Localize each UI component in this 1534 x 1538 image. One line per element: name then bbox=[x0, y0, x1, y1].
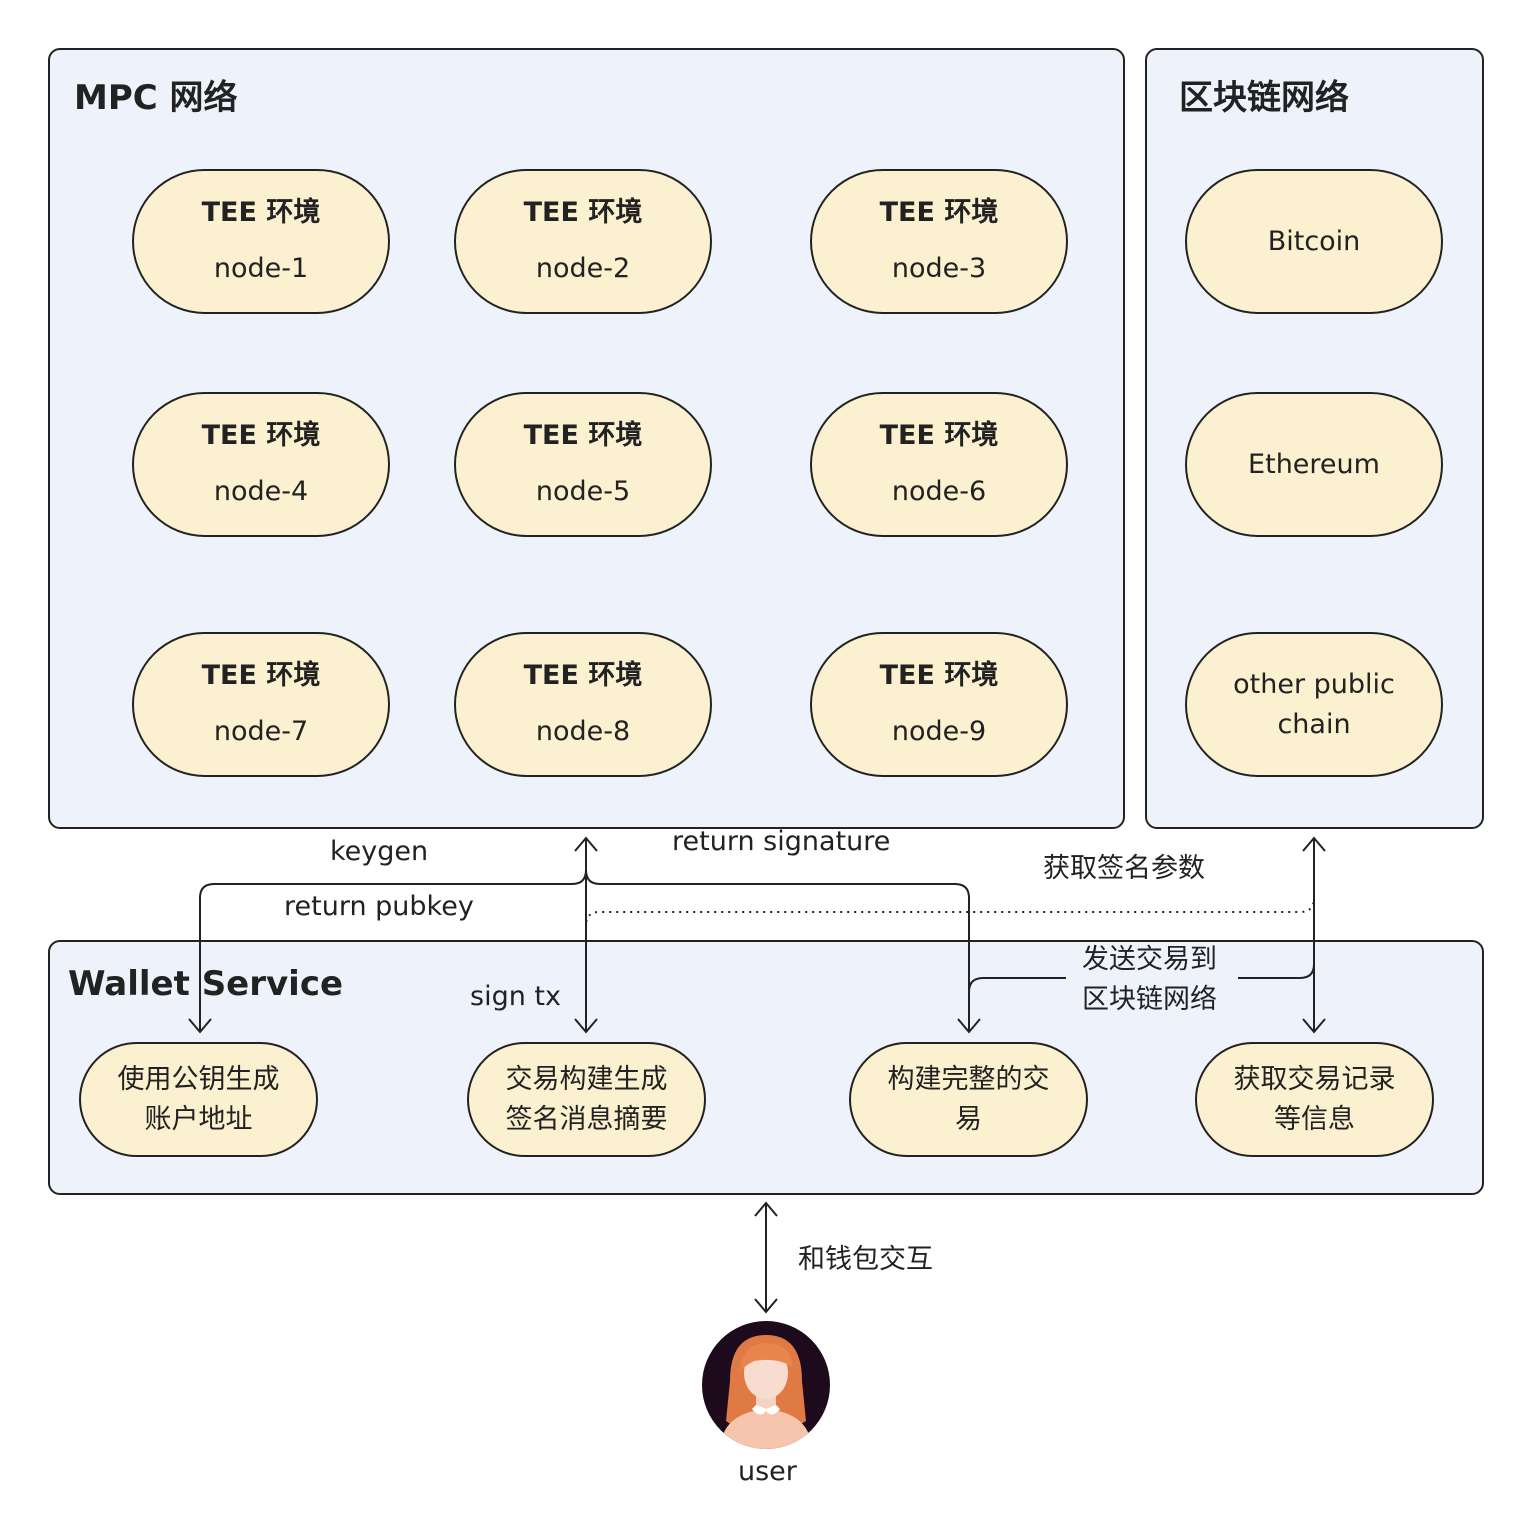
tee-node-6: TEE 环境 node-6 bbox=[810, 392, 1068, 537]
node-name: node-2 bbox=[535, 252, 631, 284]
send-tx-label-line1: 发送交易到 bbox=[1082, 944, 1217, 975]
return-pubkey-label: return pubkey bbox=[284, 887, 474, 927]
tee-node-9: TEE 环境 node-9 bbox=[810, 632, 1068, 777]
step-build-full-tx: 构建完整的交易 bbox=[849, 1042, 1088, 1157]
wallet-service-title: Wallet Service bbox=[68, 964, 344, 1004]
get-sign-params-line bbox=[585, 897, 1315, 936]
tee-node-7: TEE 环境 node-7 bbox=[132, 632, 390, 777]
tee-env-label: TEE 环境 bbox=[523, 196, 643, 228]
return-signature-label: return signature bbox=[672, 826, 891, 857]
tee-env-label: TEE 环境 bbox=[201, 659, 321, 691]
step-label: 构建完整的交易 bbox=[887, 1063, 1050, 1135]
keygen-label: keygen bbox=[330, 836, 429, 867]
chain-label: Ethereum bbox=[1248, 448, 1380, 480]
user-label: user bbox=[738, 1456, 797, 1487]
tee-env-label: TEE 环境 bbox=[523, 419, 643, 451]
step-generate-address: 使用公钥生成账户地址 bbox=[79, 1042, 318, 1157]
return-signature-arrow bbox=[585, 869, 970, 1032]
blockchain-network-title: 区块链网络 bbox=[1179, 78, 1349, 118]
tee-node-1: TEE 环境 node-1 bbox=[132, 169, 390, 314]
sign-tx-label: sign tx bbox=[470, 981, 561, 1012]
tee-node-8: TEE 环境 node-8 bbox=[454, 632, 712, 777]
node-name: node-1 bbox=[213, 252, 309, 284]
mpc-network-title: MPC 网络 bbox=[74, 78, 238, 118]
chain-bitcoin: Bitcoin bbox=[1185, 169, 1443, 314]
node-name: node-9 bbox=[891, 715, 987, 747]
tee-node-3: TEE 环境 node-3 bbox=[810, 169, 1068, 314]
user-avatar bbox=[702, 1321, 830, 1449]
step-build-digest: 交易构建生成签名消息摘要 bbox=[467, 1042, 706, 1157]
send-tx-line bbox=[968, 963, 1315, 1010]
tee-env-label: TEE 环境 bbox=[879, 659, 999, 691]
step-fetch-records: 获取交易记录等信息 bbox=[1195, 1042, 1434, 1157]
tee-env-label: TEE 环境 bbox=[879, 196, 999, 228]
node-name: node-8 bbox=[535, 715, 631, 747]
interact-wallet-label: 和钱包交互 bbox=[798, 1244, 933, 1275]
keygen-arrow bbox=[199, 869, 587, 1032]
node-name: node-3 bbox=[891, 252, 987, 284]
send-tx-label-line2: 区块链网络 bbox=[1082, 984, 1217, 1015]
chain-label: other public chain bbox=[1233, 668, 1395, 740]
tee-env-label: TEE 环境 bbox=[879, 419, 999, 451]
chain-label: Bitcoin bbox=[1267, 225, 1361, 257]
tee-node-2: TEE 环境 node-2 bbox=[454, 169, 712, 314]
step-label: 使用公钥生成账户地址 bbox=[117, 1063, 280, 1135]
step-label: 获取交易记录等信息 bbox=[1233, 1063, 1396, 1135]
step-label: 交易构建生成签名消息摘要 bbox=[505, 1063, 668, 1135]
tee-env-label: TEE 环境 bbox=[201, 419, 321, 451]
chain-ethereum: Ethereum bbox=[1185, 392, 1443, 537]
get-sign-params-label: 获取签名参数 bbox=[1043, 853, 1205, 884]
node-name: node-5 bbox=[535, 475, 631, 507]
node-name: node-6 bbox=[891, 475, 987, 507]
chain-other: other public chain bbox=[1185, 632, 1443, 777]
tee-node-4: TEE 环境 node-4 bbox=[132, 392, 390, 537]
tee-env-label: TEE 环境 bbox=[523, 659, 643, 691]
node-name: node-4 bbox=[213, 475, 309, 507]
node-name: node-7 bbox=[213, 715, 309, 747]
tee-node-5: TEE 环境 node-5 bbox=[454, 392, 712, 537]
tee-env-label: TEE 环境 bbox=[201, 196, 321, 228]
